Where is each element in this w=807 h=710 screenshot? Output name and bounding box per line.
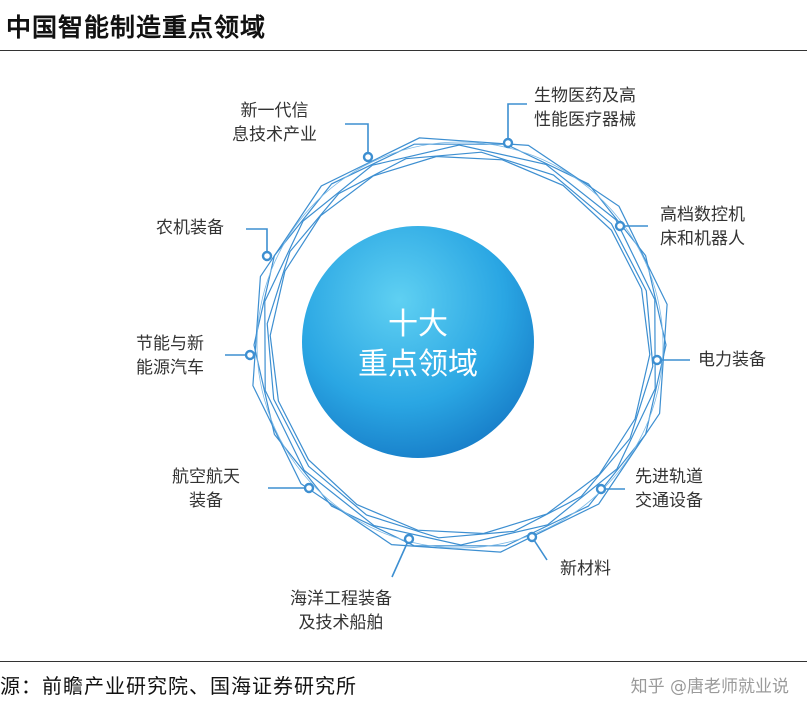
domain-label-line: 能源汽车 [136,356,204,380]
domain-label-line: 息技术产业 [232,123,317,147]
domain-label-line: 新一代信 [232,99,317,123]
domain-label-biomed: 生物医药及高 性能医疗器械 [534,84,636,132]
connector-line [345,124,368,157]
connector-dot [364,153,372,161]
connector-dot [597,485,605,493]
domain-label-line: 电力装备 [698,348,766,372]
domain-label-line: 性能医疗器械 [534,108,636,132]
domain-label-line: 交通设备 [635,489,703,513]
domain-label-line: 高档数控机 [660,203,745,227]
domain-label-line: 生物医药及高 [534,84,636,108]
connector-dot [616,222,624,230]
domain-label-line: 新材料 [560,557,611,581]
connector-line [508,104,527,143]
domain-label-line: 节能与新 [136,332,204,356]
domain-label-power: 电力装备 [698,348,766,372]
center-label-line2: 重点领域 [303,345,533,385]
bottom-divider [0,661,807,662]
connector-dot [504,139,512,147]
connector-dot [405,535,413,543]
domain-label-rail: 先进轨道 交通设备 [635,465,703,513]
domain-label-ev: 节能与新 能源汽车 [136,332,204,380]
domain-label-materials: 新材料 [560,557,611,581]
center-label: 十大 重点领域 [303,305,533,385]
domain-label-line: 及技术船舶 [290,611,392,635]
domain-label-it: 新一代信 息技术产业 [232,99,317,147]
source-note: 源：前瞻产业研究院、国海证券研究所 [0,670,357,699]
connector-dot [263,252,271,260]
connector-dot [305,484,313,492]
domain-label-cnc-robotics: 高档数控机 床和机器人 [660,203,745,251]
domain-label-agri-machinery: 农机装备 [156,216,224,240]
center-label-line1: 十大 [303,305,533,345]
connector-dot [528,533,536,541]
domain-label-marine: 海洋工程装备 及技术船舶 [290,587,392,635]
domain-label-line: 海洋工程装备 [290,587,392,611]
domain-label-line: 农机装备 [156,216,224,240]
domain-label-line: 床和机器人 [660,227,745,251]
domain-label-line: 航空航天 [172,465,240,489]
domain-label-line: 装备 [172,489,240,513]
connector-dot [246,351,254,359]
connector-dot [653,356,661,364]
watermark: 知乎 @唐老师就业说 [631,672,789,697]
domain-label-aerospace: 航空航天 装备 [172,465,240,513]
domain-label-line: 先进轨道 [635,465,703,489]
